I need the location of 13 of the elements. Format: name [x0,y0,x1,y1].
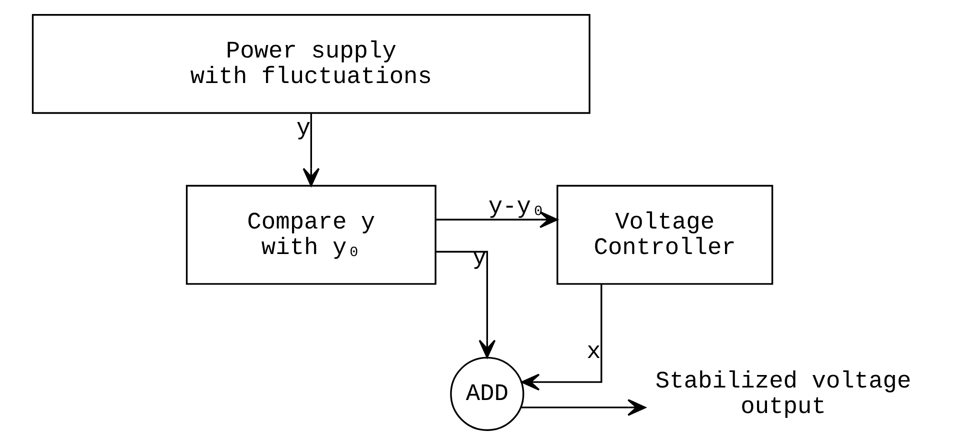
edge-label: y [296,116,310,143]
arrow [520,284,602,391]
node-circle: ADD [450,356,524,431]
arrow [435,250,496,358]
edge-label: x [586,339,600,366]
arrow [520,399,646,416]
node-text: Stabilized voltage output [654,368,911,421]
edge-label: y-y₀ [488,194,545,222]
arrow [302,113,320,186]
node-box: Compare y with y₀ [185,184,436,285]
node-box: Voltage Controller [556,184,773,285]
arrow [435,211,558,228]
node-box: Power supply with fluctuations [31,14,590,114]
